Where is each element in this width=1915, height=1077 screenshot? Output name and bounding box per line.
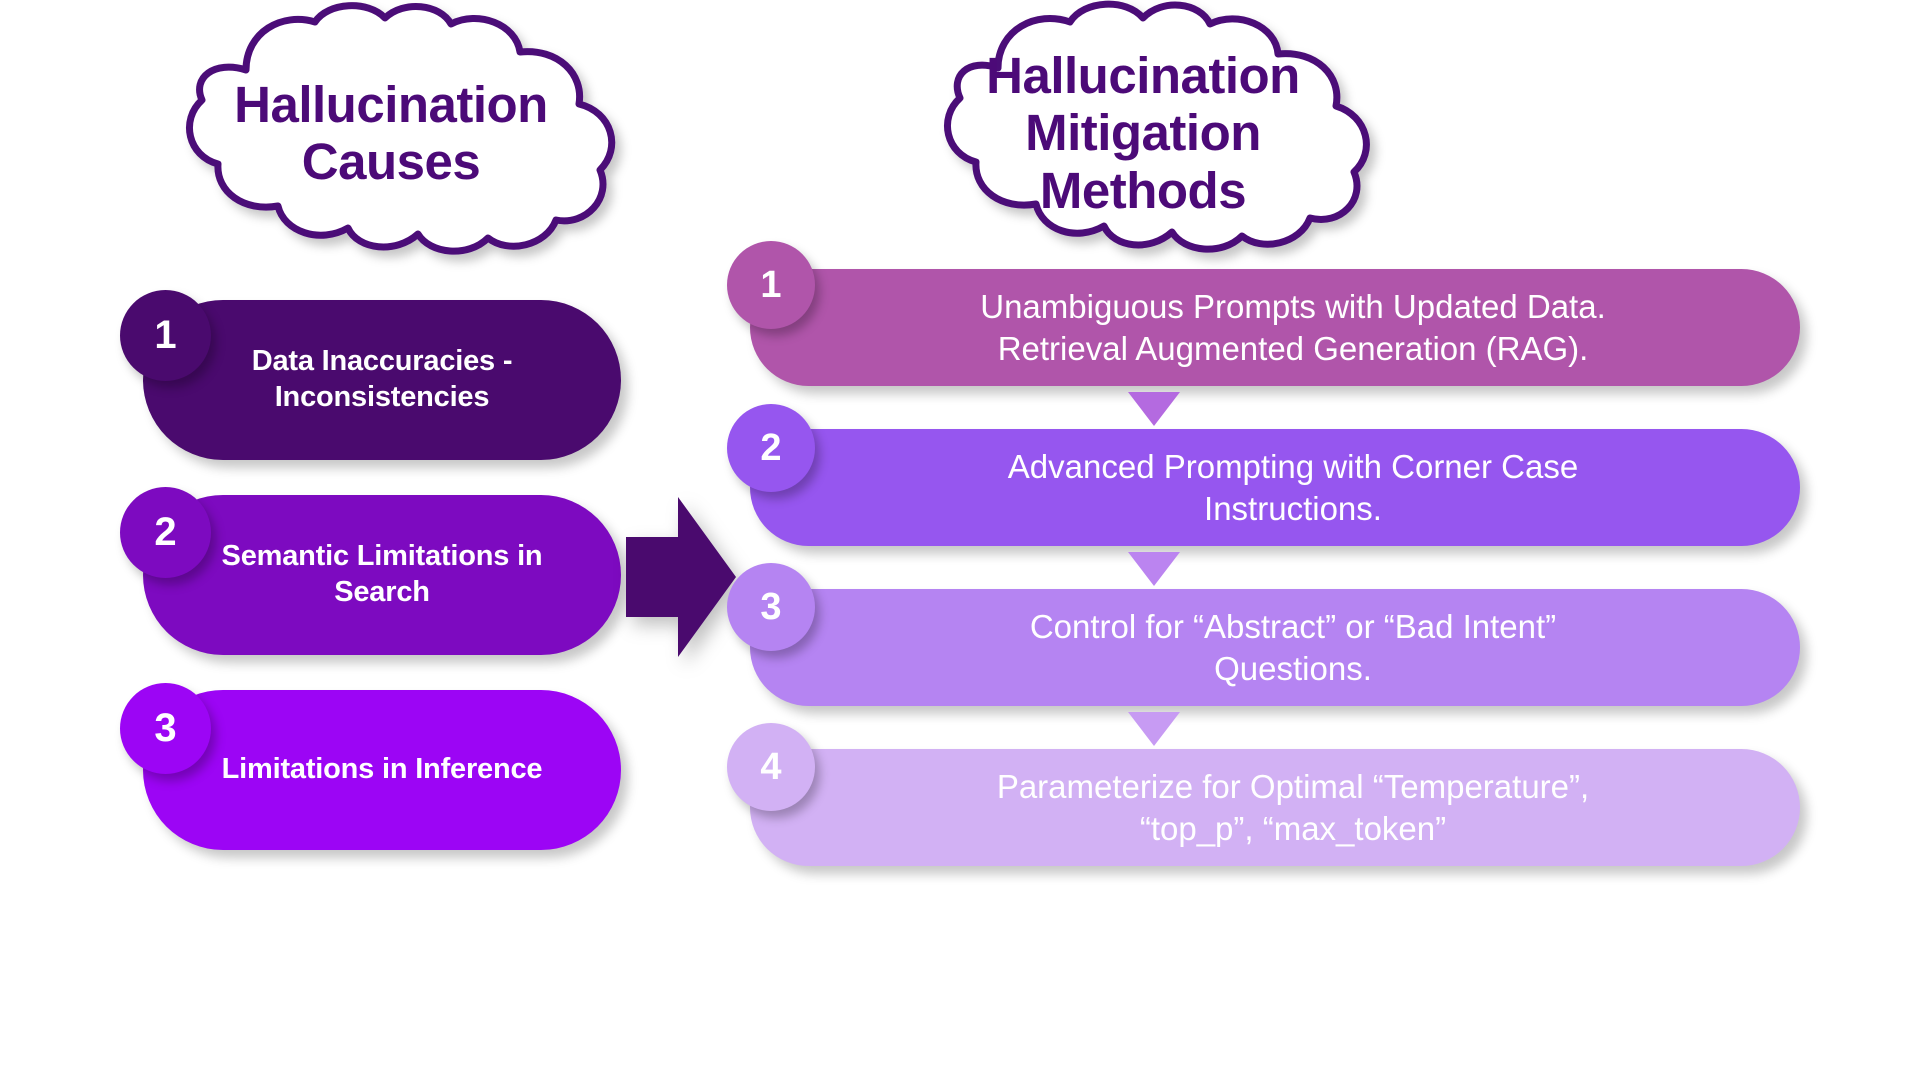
method-item-4[interactable]: Parameterize for Optimal “Temperature”, … (750, 749, 1800, 866)
cause-item-1-number-badge: 1 (120, 290, 211, 381)
cause-item-2-number-badge: 2 (120, 487, 211, 578)
down-arrow-icon-2 (1128, 552, 1180, 586)
down-arrow-icon-1 (1128, 392, 1180, 426)
method-item-2-label: Advanced Prompting with Corner Case Inst… (1007, 447, 1579, 527)
method-item-1[interactable]: Unambiguous Prompts with Updated Data. R… (750, 269, 1800, 386)
cloud-shape-icon (943, 0, 1370, 253)
cause-item-3-number-badge: 3 (120, 683, 211, 774)
cloud-hallucination-mitigation-methods: Hallucination Mitigation Methods (858, 0, 1428, 258)
cause-item-1[interactable]: Data Inaccuracies - Inconsistencies (143, 300, 621, 460)
cause-item-2-label: Semantic Limitations in Search (221, 540, 543, 608)
method-item-1-number: 1 (760, 263, 782, 306)
cause-item-3-number: 3 (154, 706, 177, 750)
cause-item-3[interactable]: Limitations in Inference (143, 690, 621, 850)
method-item-1-label: Unambiguous Prompts with Updated Data. R… (980, 287, 1606, 367)
method-item-1-number-badge: 1 (727, 241, 815, 329)
method-item-3[interactable]: Control for “Abstract” or “Bad Intent” Q… (750, 589, 1800, 706)
cloud-hallucination-causes: Hallucination Causes (96, 2, 686, 258)
method-item-3-number: 3 (760, 585, 782, 628)
down-arrow-icon-3 (1128, 712, 1180, 746)
method-item-2-number-badge: 2 (727, 404, 815, 492)
cause-item-1-number: 1 (154, 313, 177, 357)
right-arrow-icon (626, 497, 736, 657)
cause-item-2[interactable]: Semantic Limitations in Search (143, 495, 621, 655)
cause-item-1-label: Data Inaccuracies - Inconsistencies (251, 345, 513, 413)
method-item-4-number-badge: 4 (727, 723, 815, 811)
method-item-3-label: Control for “Abstract” or “Bad Intent” Q… (1029, 607, 1557, 687)
cloud-shape-icon (185, 2, 616, 255)
cause-item-2-number: 2 (154, 510, 177, 554)
method-item-4-number: 4 (760, 745, 782, 788)
method-item-2[interactable]: Advanced Prompting with Corner Case Inst… (750, 429, 1800, 546)
method-item-3-number-badge: 3 (727, 563, 815, 651)
method-item-2-number: 2 (760, 426, 782, 469)
method-item-4-label: Parameterize for Optimal “Temperature”, … (996, 767, 1590, 847)
cause-item-3-label: Limitations in Inference (221, 753, 543, 786)
